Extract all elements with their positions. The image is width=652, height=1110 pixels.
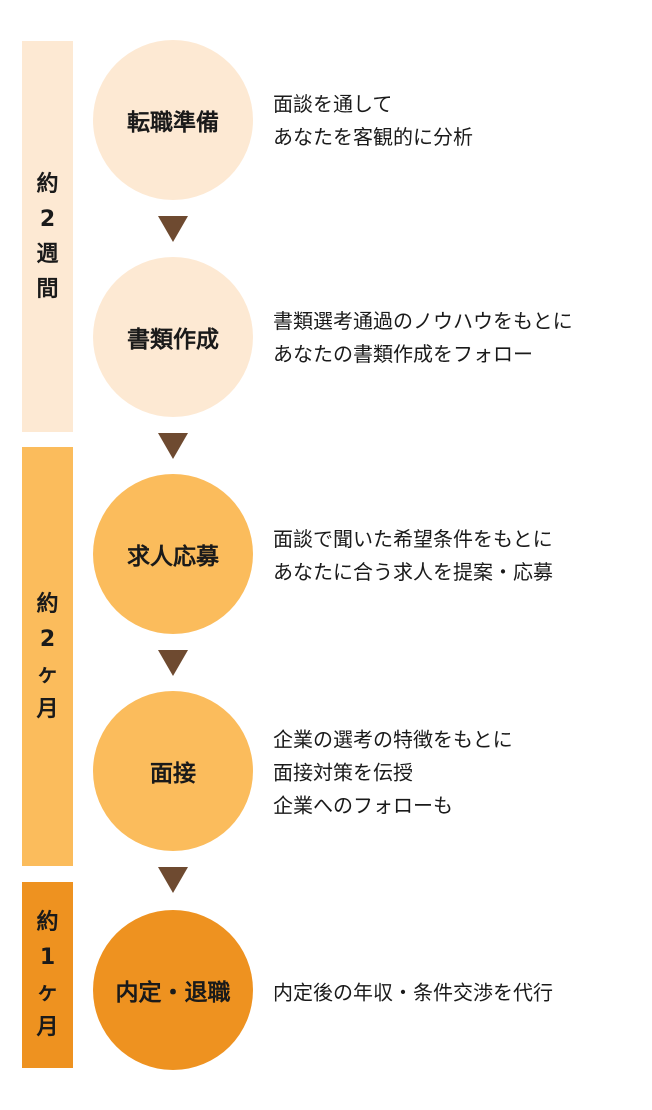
period-char: 2: [39, 626, 56, 652]
period-bar-2-months: 約 2 ヶ 月: [22, 447, 73, 866]
description-line: 書類選考通過のノウハウをもとに: [273, 309, 573, 333]
period-char: 約: [36, 910, 59, 935]
step-circle-preparation: 転職準備: [93, 40, 253, 200]
step-title: 面接: [150, 761, 196, 787]
description-line: 面談を通して: [273, 92, 393, 116]
step-description: 書類選考通過のノウハウをもとに あなたの書類作成をフォロー: [273, 305, 573, 371]
step-title: 転職準備: [127, 110, 219, 136]
step-description: 企業の選考の特徴をもとに 面接対策を伝授 企業へのフォローも: [273, 724, 513, 823]
period-char: 週: [36, 241, 59, 267]
period-char: 約: [36, 591, 59, 617]
down-arrow-icon: [158, 650, 188, 676]
step-description: 面談を通して あなたを客観的に分析: [273, 88, 473, 154]
period-char: ヶ: [36, 661, 59, 687]
period-char: ヶ: [36, 980, 59, 1005]
step-title: 書類作成: [127, 327, 219, 353]
period-bar-2-weeks: 約 2 週 間: [22, 41, 73, 432]
down-arrow-icon: [158, 216, 188, 242]
period-char: 1: [39, 945, 56, 970]
period-char: 間: [36, 276, 59, 302]
step-title: 求人応募: [127, 544, 219, 570]
step-description: 内定後の年収・条件交渉を代行: [273, 977, 553, 1010]
down-arrow-icon: [158, 433, 188, 459]
step-circle-interview: 面接: [93, 691, 253, 851]
step-circle-offer: 内定・退職: [93, 910, 253, 1070]
step-description: 面談で聞いた希望条件をもとに あなたに合う求人を提案・応募: [273, 523, 553, 589]
period-char: 2: [39, 206, 56, 232]
period-char: 約: [36, 171, 59, 197]
period-bar-1-month: 約 1 ヶ 月: [22, 882, 73, 1068]
description-line: あなたの書類作成をフォロー: [273, 342, 533, 366]
step-title: 内定・退職: [115, 980, 231, 1006]
description-line: あなたに合う求人を提案・応募: [273, 560, 553, 584]
description-line: 面談で聞いた希望条件をもとに: [273, 527, 553, 551]
step-circle-application: 求人応募: [93, 474, 253, 634]
description-line: 内定後の年収・条件交渉を代行: [273, 980, 553, 1005]
period-char: 月: [36, 696, 59, 722]
period-char: 月: [36, 1015, 59, 1040]
description-line: 企業の選考の特徴をもとに: [273, 727, 513, 752]
description-line: 企業へのフォローも: [273, 793, 453, 818]
description-line: あなたを客観的に分析: [273, 125, 473, 149]
step-circle-documents: 書類作成: [93, 257, 253, 417]
down-arrow-icon: [158, 867, 188, 893]
description-line: 面接対策を伝授: [273, 760, 413, 785]
